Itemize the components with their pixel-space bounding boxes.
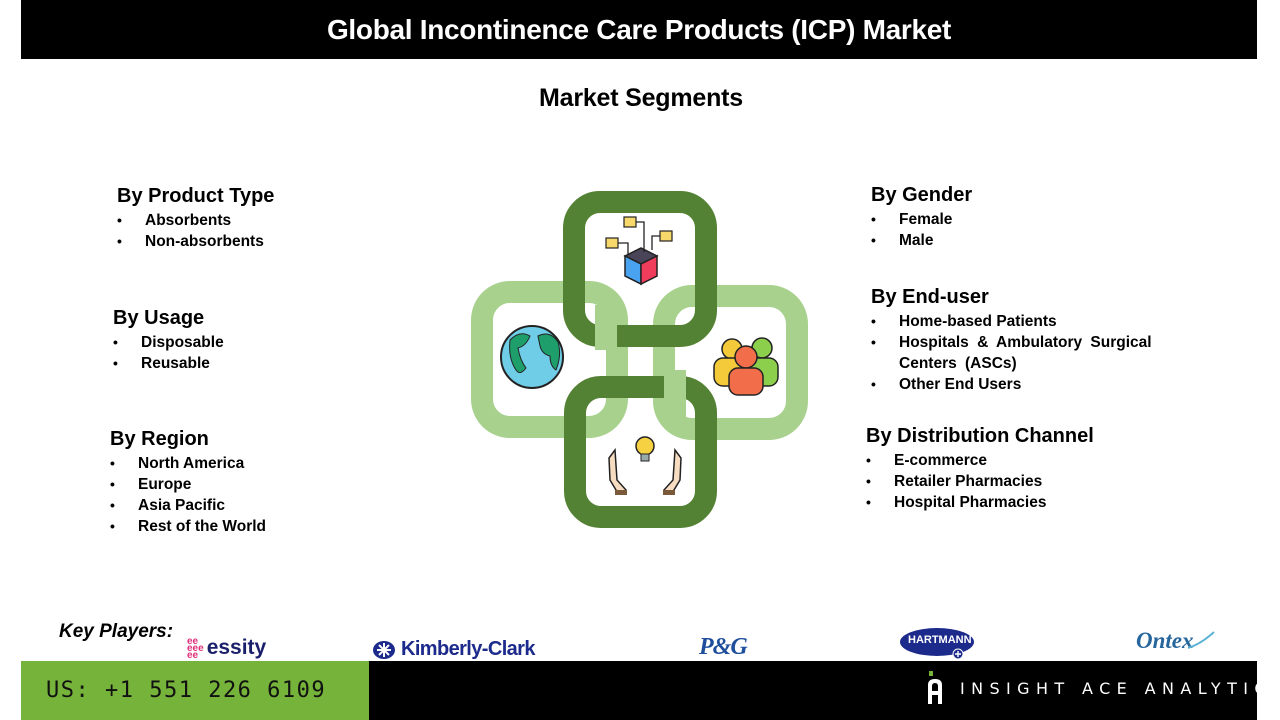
segment-item: Absorbents: [117, 210, 274, 231]
footer-brand-bar: [369, 661, 1257, 720]
segment-heading: By Distribution Channel: [866, 425, 1094, 447]
insight-ace-logo-icon: [928, 671, 942, 704]
segment-item: Home-based Patients: [871, 311, 1164, 332]
segment-item: E-commerce: [866, 450, 1094, 471]
page-title: Global Incontinence Care Products (ICP) …: [326, 13, 952, 45]
key-players-label: Key Players:: [59, 621, 174, 642]
segment-item: Asia Pacific: [110, 495, 266, 516]
logo-pg: P&G: [699, 634, 748, 660]
segment-item: Rest of the World: [110, 516, 266, 537]
segment-item: Non-absorbents: [117, 231, 274, 252]
segment-distribution-channel: By Distribution Channel E-commerce Retai…: [866, 425, 1094, 513]
segment-item: Retailer Pharmacies: [866, 471, 1094, 492]
section-subtitle: Market Segments: [538, 84, 744, 112]
segment-heading: By End-user: [871, 286, 989, 308]
segment-item: North America: [110, 453, 266, 474]
segment-item: Hospital Pharmacies: [866, 492, 1094, 513]
segment-region: By Region North America Europe Asia Paci…: [110, 428, 266, 537]
segment-gender: By Gender Female Male: [871, 184, 972, 251]
product-box-network-icon: [605, 216, 673, 286]
brand-logo: INSIGHT ACE ANALYTIC: [927, 671, 1272, 705]
logo-hartmann: HARTMANN: [899, 627, 977, 661]
segment-usage: By Usage Disposable Reusable: [113, 307, 224, 374]
ontex-swoosh-icon: [1187, 631, 1215, 649]
phone-number: US: +1 551 226 6109: [46, 678, 327, 703]
segment-item: Europe: [110, 474, 266, 495]
segment-product-type: By Product Type Absorbents Non-absorbent…: [117, 185, 274, 252]
contact-phone-bar: US: +1 551 226 6109: [21, 661, 369, 720]
kimberly-clark-mark-icon: [373, 640, 395, 659]
logo-kimberly-clark: Kimberly-Clark: [372, 638, 535, 661]
logo-ontex: Ontex: [1136, 628, 1216, 654]
title-bar: Global Incontinence Care Products (ICP) …: [21, 0, 1257, 59]
segment-end-user: By End-user Home-based Patients Hospital…: [871, 286, 1164, 395]
segment-item: Hospitals & Ambulatory Surgical Centers …: [871, 332, 1164, 374]
segment-heading: By Usage: [113, 307, 205, 329]
interlocking-squares-diagram: [470, 190, 810, 530]
segment-item: Other End Users: [871, 374, 1164, 395]
segment-item: Reusable: [113, 353, 224, 374]
brand-name: INSIGHT ACE ANALYTIC: [960, 678, 1272, 698]
segment-item: Male: [871, 230, 972, 251]
people-group-icon: [713, 337, 779, 396]
hands-lightbulb-icon: [608, 436, 682, 495]
segment-item: Female: [871, 209, 972, 230]
globe-icon: [500, 325, 564, 389]
segment-heading: By Gender: [871, 184, 973, 206]
segment-heading: By Product Type: [117, 185, 275, 207]
segment-item: Disposable: [113, 332, 224, 353]
segment-heading: By Region: [110, 428, 209, 450]
